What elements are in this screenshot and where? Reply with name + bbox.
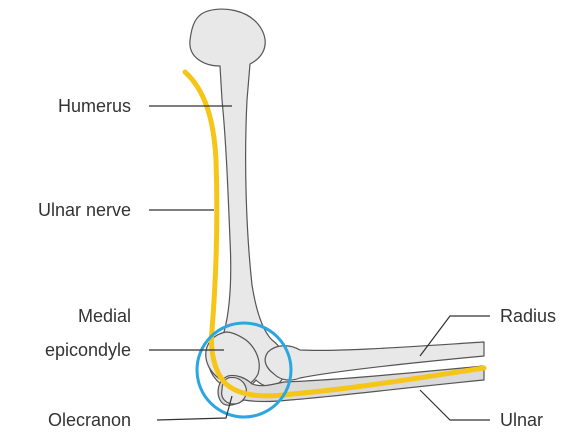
ulnar-label: Ulnar xyxy=(500,410,543,430)
medial-epicondyle-label-line2: epicondyle xyxy=(45,340,131,360)
medial-epicondyle-label-line1: Medial xyxy=(78,306,131,326)
radius-label: Radius xyxy=(500,306,556,326)
humerus-bone xyxy=(190,9,286,391)
ulnar-nerve-label: Ulnar nerve xyxy=(38,200,131,220)
olecranon-label: Olecranon xyxy=(48,410,131,430)
humerus-label: Humerus xyxy=(58,96,131,116)
ulnar-leader xyxy=(420,390,490,420)
